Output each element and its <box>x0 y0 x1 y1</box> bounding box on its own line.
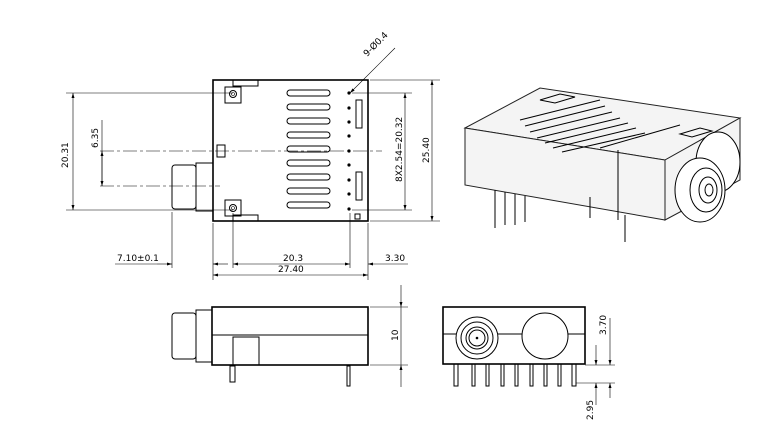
top-view-dimensions: 20.31 6.35 8X2.54=20.32 25.40 9-Ø0.4 7.1… <box>61 30 440 280</box>
side-view: 10 <box>171 285 408 387</box>
isometric-view <box>463 87 742 242</box>
dim-3-70: 3.70 <box>599 315 609 335</box>
dim-10: 10 <box>391 329 401 341</box>
top-view <box>100 79 382 222</box>
dim-25-40: 25.40 <box>422 137 432 163</box>
dim-3-30: 3.30 <box>385 254 405 264</box>
dim-6-35: 6.35 <box>91 128 101 148</box>
dim-20-31: 20.31 <box>61 142 71 168</box>
dim-pitch: 8X2.54=20.32 <box>395 117 405 182</box>
dim-7-10: 7.10±0.1 <box>117 254 159 264</box>
hole-callout: 9-Ø0.4 <box>361 30 390 59</box>
front-view: 3.70 2.95 <box>442 306 615 420</box>
dim-27-40: 27.40 <box>278 265 304 275</box>
dim-2-95: 2.95 <box>586 400 596 420</box>
dim-20-3: 20.3 <box>283 254 303 264</box>
